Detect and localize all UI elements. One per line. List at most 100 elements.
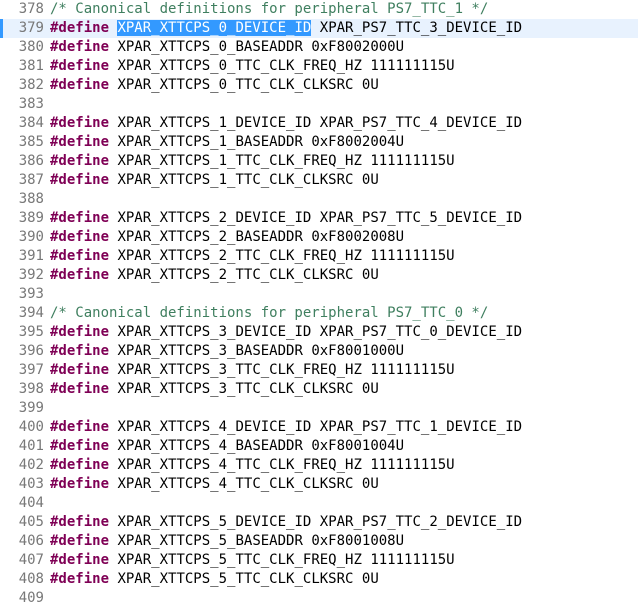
- code-text[interactable]: #define XPAR_XTTCPS_1_DEVICE_ID XPAR_PS7…: [50, 114, 522, 133]
- define-keyword: #define: [50, 457, 110, 473]
- code-line[interactable]: 389#define XPAR_XTTCPS_2_DEVICE_ID XPAR_…: [0, 209, 638, 228]
- macro-name[interactable]: XPAR_XTTCPS_1_BASEADDR: [117, 134, 303, 150]
- macro-name[interactable]: XPAR_XTTCPS_5_TTC_CLK_CLKSRC: [117, 571, 354, 587]
- macro-name[interactable]: XPAR_XTTCPS_1_TTC_CLK_CLKSRC: [117, 172, 354, 188]
- code-text[interactable]: #define XPAR_XTTCPS_1_TTC_CLK_CLKSRC 0U: [50, 171, 379, 190]
- line-number: 395: [18, 324, 44, 340]
- code-line[interactable]: 381 #define XPAR_XTTCPS_0_TTC_CLK_FREQ_HZ…: [0, 57, 638, 76]
- code-text[interactable]: #define XPAR_XTTCPS_2_BASEADDR 0xF800200…: [50, 228, 404, 247]
- code-text[interactable]: #define XPAR_XTTCPS_4_DEVICE_ID XPAR_PS7…: [50, 418, 522, 437]
- code-text[interactable]: #define XPAR_XTTCPS_3_TTC_CLK_FREQ_HZ 11…: [50, 361, 455, 380]
- code-text[interactable]: #define XPAR_XTTCPS_3_BASEADDR 0xF800100…: [50, 342, 404, 361]
- macro-name[interactable]: XPAR_XTTCPS_4_TTC_CLK_FREQ_HZ: [117, 457, 362, 473]
- macro-name[interactable]: XPAR_XTTCPS_0_BASEADDR: [117, 39, 303, 55]
- code-line[interactable]: 391#define XPAR_XTTCPS_2_TTC_CLK_FREQ_HZ…: [0, 247, 638, 266]
- selected-macro-name[interactable]: XPAR_XTTCPS_0_DEVICE_ID: [117, 20, 312, 36]
- macro-name[interactable]: XPAR_XTTCPS_3_DEVICE_ID: [117, 324, 312, 340]
- code-line[interactable]: 401#define XPAR_XTTCPS_4_BASEADDR 0xF800…: [0, 437, 638, 456]
- define-keyword: #define: [50, 419, 110, 435]
- code-line[interactable]: 394/* Canonical definitions for peripher…: [0, 304, 638, 323]
- code-text[interactable]: #define XPAR_XTTCPS_2_TTC_CLK_FREQ_HZ 11…: [50, 247, 455, 266]
- code-line[interactable]: 395 #define XPAR_XTTCPS_3_DEVICE_ID XPAR_…: [0, 323, 638, 342]
- macro-name[interactable]: XPAR_XTTCPS_3_TTC_CLK_FREQ_HZ: [117, 362, 362, 378]
- code-text[interactable]: #define XPAR_XTTCPS_5_DEVICE_ID XPAR_PS7…: [50, 513, 522, 532]
- code-line[interactable]: 388: [0, 190, 638, 209]
- code-line[interactable]: 382#define XPAR_XTTCPS_0_TTC_CLK_CLKSRC …: [0, 76, 638, 95]
- line-number: 380: [18, 39, 44, 55]
- code-text[interactable]: /* Canonical definitions for peripheral …: [50, 0, 488, 19]
- line-number: 398: [18, 381, 44, 397]
- code-line[interactable]: 387#define XPAR_XTTCPS_1_TTC_CLK_CLKSRC …: [0, 171, 638, 190]
- code-line[interactable]: 396 #define XPAR_XTTCPS_3_BASEADDR 0xF800…: [0, 342, 638, 361]
- macro-name[interactable]: XPAR_XTTCPS_3_TTC_CLK_CLKSRC: [117, 381, 354, 397]
- code-line[interactable]: 400#define XPAR_XTTCPS_4_DEVICE_ID XPAR_…: [0, 418, 638, 437]
- code-text[interactable]: #define XPAR_XTTCPS_4_BASEADDR 0xF800100…: [50, 437, 404, 456]
- macro-name[interactable]: XPAR_XTTCPS_2_TTC_CLK_CLKSRC: [117, 267, 354, 283]
- code-line[interactable]: 386#define XPAR_XTTCPS_1_TTC_CLK_FREQ_HZ…: [0, 152, 638, 171]
- code-line[interactable]: 378 /* Canonical definitions for peripher…: [0, 0, 638, 19]
- macro-name[interactable]: XPAR_XTTCPS_1_TTC_CLK_FREQ_HZ: [117, 153, 362, 169]
- code-text[interactable]: #define XPAR_XTTCPS_2_TTC_CLK_CLKSRC 0U: [50, 266, 379, 285]
- code-line[interactable]: 403#define XPAR_XTTCPS_4_TTC_CLK_CLKSRC …: [0, 475, 638, 494]
- macro-name[interactable]: XPAR_XTTCPS_3_BASEADDR: [117, 343, 303, 359]
- line-number: 381: [18, 58, 44, 74]
- macro-name[interactable]: XPAR_XTTCPS_0_TTC_CLK_FREQ_HZ: [117, 58, 362, 74]
- code-line[interactable]: 406#define XPAR_XTTCPS_5_BASEADDR 0xF800…: [0, 532, 638, 551]
- macro-value: XPAR_PS7_TTC_1_DEVICE_ID: [319, 419, 523, 435]
- code-line[interactable]: 398 #define XPAR_XTTCPS_3_TTC_CLK_CLKSRC …: [0, 380, 638, 399]
- comment-text: /* Canonical definitions for peripheral …: [50, 305, 489, 321]
- macro-name[interactable]: XPAR_XTTCPS_4_DEVICE_ID: [117, 419, 312, 435]
- code-text[interactable]: /* Canonical definitions for peripheral …: [50, 304, 488, 323]
- macro-value: XPAR_PS7_TTC_4_DEVICE_ID: [319, 115, 523, 131]
- code-text[interactable]: #define XPAR_XTTCPS_3_DEVICE_ID XPAR_PS7…: [50, 323, 522, 342]
- code-text[interactable]: #define XPAR_XTTCPS_0_BASEADDR 0xF800200…: [50, 38, 404, 57]
- code-line[interactable]: 409: [0, 589, 638, 608]
- code-text[interactable]: #define XPAR_XTTCPS_3_TTC_CLK_CLKSRC 0U: [50, 380, 379, 399]
- macro-name[interactable]: XPAR_XTTCPS_5_BASEADDR: [117, 533, 303, 549]
- code-line[interactable]: 408#define XPAR_XTTCPS_5_TTC_CLK_CLKSRC …: [0, 570, 638, 589]
- macro-name[interactable]: XPAR_XTTCPS_4_BASEADDR: [117, 438, 303, 454]
- code-text[interactable]: #define XPAR_XTTCPS_4_TTC_CLK_CLKSRC 0U: [50, 475, 379, 494]
- macro-value: 111111115U: [370, 552, 455, 568]
- code-text[interactable]: #define XPAR_XTTCPS_1_TTC_CLK_FREQ_HZ 11…: [50, 152, 455, 171]
- code-line[interactable]: 385#define XPAR_XTTCPS_1_BASEADDR 0xF800…: [0, 133, 638, 152]
- macro-name[interactable]: XPAR_XTTCPS_5_DEVICE_ID: [117, 514, 312, 530]
- macro-name[interactable]: XPAR_XTTCPS_2_BASEADDR: [117, 229, 303, 245]
- code-line[interactable]: 399: [0, 399, 638, 418]
- code-line[interactable]: 379#define XPAR_XTTCPS_0_DEVICE_ID XPAR_…: [0, 19, 638, 38]
- code-line[interactable]: 397#define XPAR_XTTCPS_3_TTC_CLK_FREQ_HZ…: [0, 361, 638, 380]
- macro-name[interactable]: XPAR_XTTCPS_5_TTC_CLK_FREQ_HZ: [117, 552, 362, 568]
- code-line[interactable]: 407#define XPAR_XTTCPS_5_TTC_CLK_FREQ_HZ…: [0, 551, 638, 570]
- code-text[interactable]: #define XPAR_XTTCPS_0_TTC_CLK_CLKSRC 0U: [50, 76, 379, 95]
- code-line[interactable]: 402#define XPAR_XTTCPS_4_TTC_CLK_FREQ_HZ…: [0, 456, 638, 475]
- comment-text: /* Canonical definitions for peripheral …: [50, 1, 489, 17]
- macro-name[interactable]: XPAR_XTTCPS_2_TTC_CLK_FREQ_HZ: [117, 248, 362, 264]
- code-line[interactable]: 383: [0, 95, 638, 114]
- code-text[interactable]: #define XPAR_XTTCPS_1_BASEADDR 0xF800200…: [50, 133, 404, 152]
- macro-value: 111111115U: [370, 153, 455, 169]
- macro-name[interactable]: XPAR_XTTCPS_1_DEVICE_ID: [117, 115, 312, 131]
- line-number: 396: [18, 343, 44, 359]
- code-line[interactable]: 384#define XPAR_XTTCPS_1_DEVICE_ID XPAR_…: [0, 114, 638, 133]
- code-line[interactable]: 392#define XPAR_XTTCPS_2_TTC_CLK_CLKSRC …: [0, 266, 638, 285]
- code-text[interactable]: #define XPAR_XTTCPS_5_TTC_CLK_FREQ_HZ 11…: [50, 551, 455, 570]
- code-line[interactable]: 404: [0, 494, 638, 513]
- line-number: 388: [18, 191, 44, 207]
- code-line[interactable]: 393: [0, 285, 638, 304]
- code-text[interactable]: #define XPAR_XTTCPS_0_DEVICE_ID XPAR_PS7…: [50, 19, 522, 38]
- macro-name[interactable]: XPAR_XTTCPS_0_TTC_CLK_CLKSRC: [117, 77, 354, 93]
- macro-name[interactable]: XPAR_XTTCPS_2_DEVICE_ID: [117, 210, 312, 226]
- macro-value: 0U: [361, 172, 379, 188]
- code-line[interactable]: 380 #define XPAR_XTTCPS_0_BASEADDR 0xF800…: [0, 38, 638, 57]
- code-text[interactable]: #define XPAR_XTTCPS_5_TTC_CLK_CLKSRC 0U: [50, 570, 379, 589]
- code-line[interactable]: 405#define XPAR_XTTCPS_5_DEVICE_ID XPAR_…: [0, 513, 638, 532]
- line-number: 378: [18, 1, 44, 17]
- macro-name[interactable]: XPAR_XTTCPS_4_TTC_CLK_CLKSRC: [117, 476, 354, 492]
- code-text[interactable]: #define XPAR_XTTCPS_4_TTC_CLK_FREQ_HZ 11…: [50, 456, 455, 475]
- code-text[interactable]: #define XPAR_XTTCPS_5_BASEADDR 0xF800100…: [50, 532, 404, 551]
- code-line[interactable]: 390#define XPAR_XTTCPS_2_BASEADDR 0xF800…: [0, 228, 638, 247]
- code-text[interactable]: #define XPAR_XTTCPS_0_TTC_CLK_FREQ_HZ 11…: [50, 57, 455, 76]
- code-text[interactable]: #define XPAR_XTTCPS_2_DEVICE_ID XPAR_PS7…: [50, 209, 522, 228]
- define-keyword: #define: [50, 210, 110, 226]
